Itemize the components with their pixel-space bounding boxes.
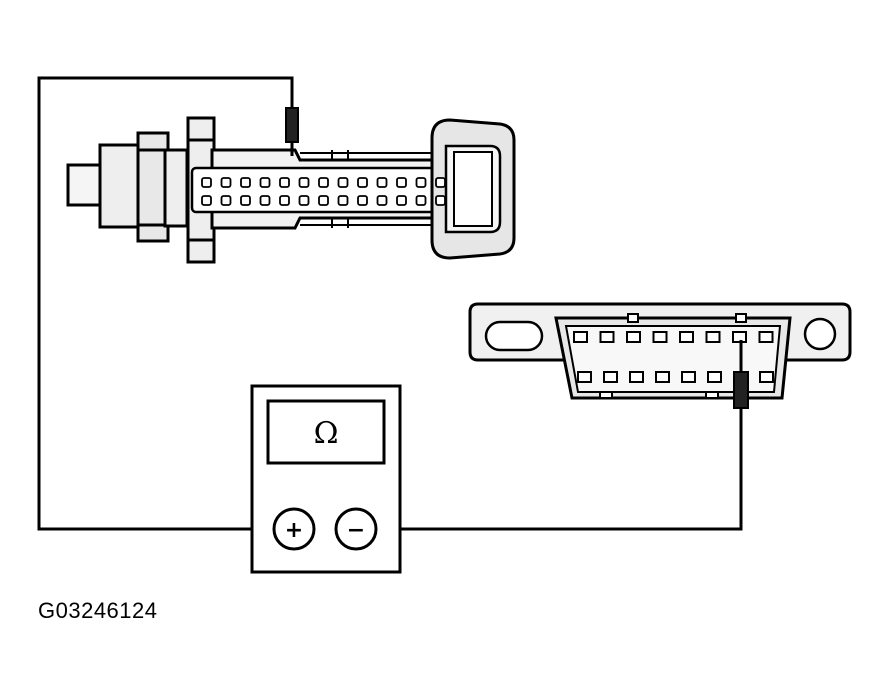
sensor-pin xyxy=(279,177,290,188)
negative-test-lead xyxy=(374,405,743,531)
dlc-pin xyxy=(707,371,722,383)
dlc-housing-inner xyxy=(564,325,782,393)
sensor-pin xyxy=(415,177,427,188)
sensor-pin xyxy=(396,195,407,206)
sensor-pin xyxy=(220,195,232,206)
negative-terminal-label: − xyxy=(347,518,365,543)
dlc-pin xyxy=(577,371,592,383)
sensor-pin xyxy=(415,195,427,206)
sensor-pin xyxy=(357,195,368,206)
dlc-pin xyxy=(655,371,670,383)
sensor-pin xyxy=(337,177,349,188)
sensor-pin xyxy=(318,195,329,206)
dlc-pin xyxy=(599,331,615,343)
data-link-connector xyxy=(468,302,852,400)
sensor-pin-array xyxy=(201,177,446,206)
sensor-pin xyxy=(220,177,232,188)
sensor-probe xyxy=(285,107,299,156)
sensor-pin xyxy=(240,177,251,188)
dlc-right-hole xyxy=(803,317,837,351)
ohm-symbol: Ω xyxy=(314,416,339,451)
dlc-pin-array xyxy=(573,331,774,383)
positive-terminal xyxy=(272,507,316,551)
figure-id-label: G03246124 xyxy=(38,598,158,623)
connector-ring xyxy=(163,148,189,228)
multimeter-display xyxy=(266,399,386,465)
dlc-probe xyxy=(733,340,749,409)
sensor-pin xyxy=(259,177,271,188)
sensor-pin xyxy=(240,195,251,206)
dlc-pin xyxy=(681,371,696,383)
sensor-pin xyxy=(298,195,310,206)
sensor-pin xyxy=(201,177,212,188)
sensor-pin xyxy=(376,177,388,188)
positive-test-lead xyxy=(37,76,294,531)
sensor-pin xyxy=(201,195,212,206)
sensor-pin xyxy=(396,177,407,188)
test-wires xyxy=(37,76,743,531)
dlc-pin xyxy=(626,331,641,343)
sensor-pin xyxy=(376,195,388,206)
multimeter: Ω + − xyxy=(250,384,402,574)
sensor-pin xyxy=(435,177,446,188)
dlc-pin xyxy=(759,371,774,383)
sensor-pin xyxy=(259,195,271,206)
negative-terminal xyxy=(334,507,378,551)
sensor-connector xyxy=(66,116,516,264)
dlc-left-slot xyxy=(484,320,544,352)
dlc-pin xyxy=(652,331,668,343)
dlc-pin xyxy=(603,371,618,383)
dlc-pin xyxy=(758,331,774,343)
dlc-pin xyxy=(679,331,694,343)
dlc-pin xyxy=(573,331,588,343)
sensor-pin xyxy=(298,177,310,188)
dlc-pin xyxy=(629,371,644,383)
sensor-pin xyxy=(337,195,349,206)
dlc-pin xyxy=(705,331,721,343)
sensor-pin xyxy=(318,177,329,188)
positive-terminal-label: + xyxy=(285,518,303,543)
sensor-pin xyxy=(357,177,368,188)
sensor-pin xyxy=(435,195,446,206)
sensor-pin xyxy=(279,195,290,206)
